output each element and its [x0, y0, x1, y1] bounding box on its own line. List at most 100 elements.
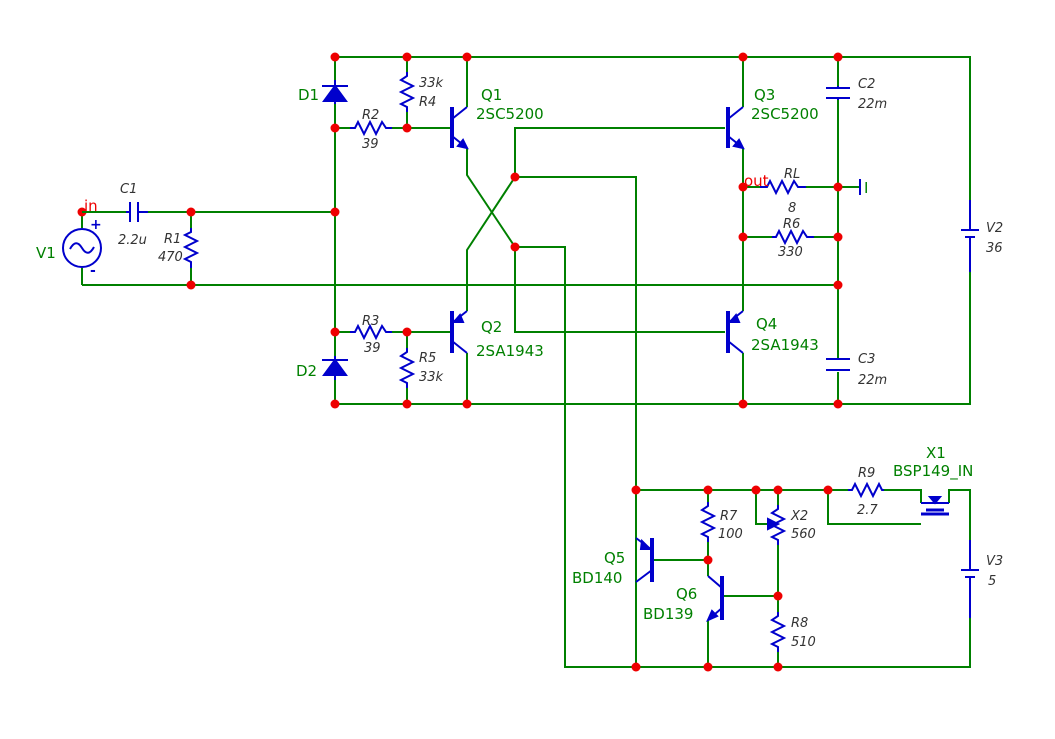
junction-dot [186, 280, 196, 290]
r5-resistor [398, 348, 416, 388]
r5-designator: R5 [419, 351, 436, 366]
c1-designator: C1 [120, 182, 137, 197]
wires [81, 56, 971, 668]
junction-dot [833, 280, 843, 290]
junction-dot [833, 52, 843, 62]
rl-resistor [760, 178, 806, 196]
q3-designator: Q3 [754, 86, 775, 104]
wire-q3-base [514, 127, 725, 177]
q5-part: BD140 [572, 569, 622, 587]
v3-value: 5 [988, 574, 996, 589]
c3-designator: C3 [858, 352, 875, 367]
v2-dc-source [961, 200, 979, 272]
r7-value: 100 [718, 527, 743, 542]
junction-dot [510, 172, 520, 182]
junction-dot [773, 591, 783, 601]
r2-resistor [350, 119, 392, 137]
junction-dot [833, 399, 843, 409]
wire-q2-emitter-cross [466, 176, 637, 667]
c3-capacitor [826, 358, 850, 371]
q2-designator: Q2 [481, 318, 502, 336]
wire-r7-bottom-q5-base [652, 542, 709, 561]
wire-mosfet-gate-loop [827, 490, 921, 525]
q2-pnp-transistor [450, 310, 468, 354]
q3-part: 2SC5200 [751, 105, 819, 123]
q6-part: BD139 [643, 605, 693, 623]
junction-dot [751, 485, 761, 495]
x1-part: BSP149_IN [893, 462, 973, 481]
d2-designator: D2 [296, 362, 317, 380]
q4-part: 2SA1943 [751, 336, 819, 354]
junction-dot [330, 399, 340, 409]
rl-value: 8 [788, 201, 796, 216]
r9-resistor [848, 481, 884, 499]
junction-dot [330, 207, 340, 217]
r4-value: 33k [419, 76, 444, 91]
wire-mosfet-drain [948, 489, 971, 540]
v2-designator: V2 [986, 221, 1003, 236]
q4-pnp-transistor [726, 310, 744, 354]
junction-dot [330, 327, 340, 337]
junction-dot [402, 399, 412, 409]
ammeter-label: I [864, 179, 868, 197]
x2-value: 560 [791, 527, 816, 542]
r4-designator: R4 [419, 95, 436, 110]
r1-value: 470 [158, 250, 183, 265]
junction-dot [833, 182, 843, 192]
wire-q1-emitter-cross [466, 148, 971, 668]
r3-value: 39 [364, 341, 381, 356]
junction-dot [462, 399, 472, 409]
d2-diode [322, 356, 348, 380]
q4-designator: Q4 [756, 315, 777, 333]
x2-potentiometer [767, 505, 787, 545]
wire-top-rail [335, 56, 971, 200]
x2-designator: X2 [790, 509, 808, 524]
r2-value: 39 [362, 137, 379, 152]
q6-npn-transistor [706, 575, 724, 622]
v1-ac-source: + - [62, 217, 102, 279]
q1-npn-transistor [450, 106, 469, 150]
junction-dot [738, 399, 748, 409]
wire-x2-wiper [755, 490, 770, 525]
r7-designator: R7 [720, 509, 738, 524]
v3-designator: V3 [986, 554, 1003, 569]
x1-designator: X1 [926, 444, 946, 462]
junction-dot [738, 182, 748, 192]
junction-dot [462, 52, 472, 62]
labels: in out V1 C1 2.2u R1 470 D1 D2 R2 39 R3 … [36, 76, 1003, 650]
v1-minus-label: - [90, 263, 96, 279]
junction-dot [510, 242, 520, 252]
v1-plus-label: + [90, 217, 102, 233]
node-label-out: out [744, 172, 769, 190]
v2-value: 36 [986, 241, 1003, 256]
junction-dot [738, 232, 748, 242]
r9-value: 2.7 [857, 503, 878, 518]
r4-resistor [398, 72, 416, 112]
r1-resistor [182, 228, 200, 268]
junction-dot [631, 485, 641, 495]
q1-part: 2SC5200 [476, 105, 544, 123]
x1-mosfet [921, 496, 949, 516]
junction-dot [186, 207, 196, 217]
r3-designator: R3 [362, 314, 379, 329]
c2-designator: C2 [858, 77, 875, 92]
wire-v2-bottom [335, 272, 971, 405]
r9-designator: R9 [858, 466, 875, 481]
q1-designator: Q1 [481, 86, 502, 104]
r6-value: 330 [778, 245, 803, 260]
junction-dot [833, 232, 843, 242]
r3-resistor [350, 323, 392, 341]
junction-dot [703, 662, 713, 672]
r5-value: 33k [419, 370, 444, 385]
junction-dot [773, 662, 783, 672]
rl-designator: RL [784, 167, 800, 182]
r6-designator: R6 [783, 217, 800, 232]
d1-diode [322, 80, 348, 104]
node-label-in: in [84, 197, 98, 215]
r2-designator: R2 [362, 108, 379, 123]
r6-resistor [772, 228, 814, 246]
v1-designator: V1 [36, 244, 56, 262]
c2-value: 22m [858, 97, 887, 112]
junction-dot [402, 123, 412, 133]
